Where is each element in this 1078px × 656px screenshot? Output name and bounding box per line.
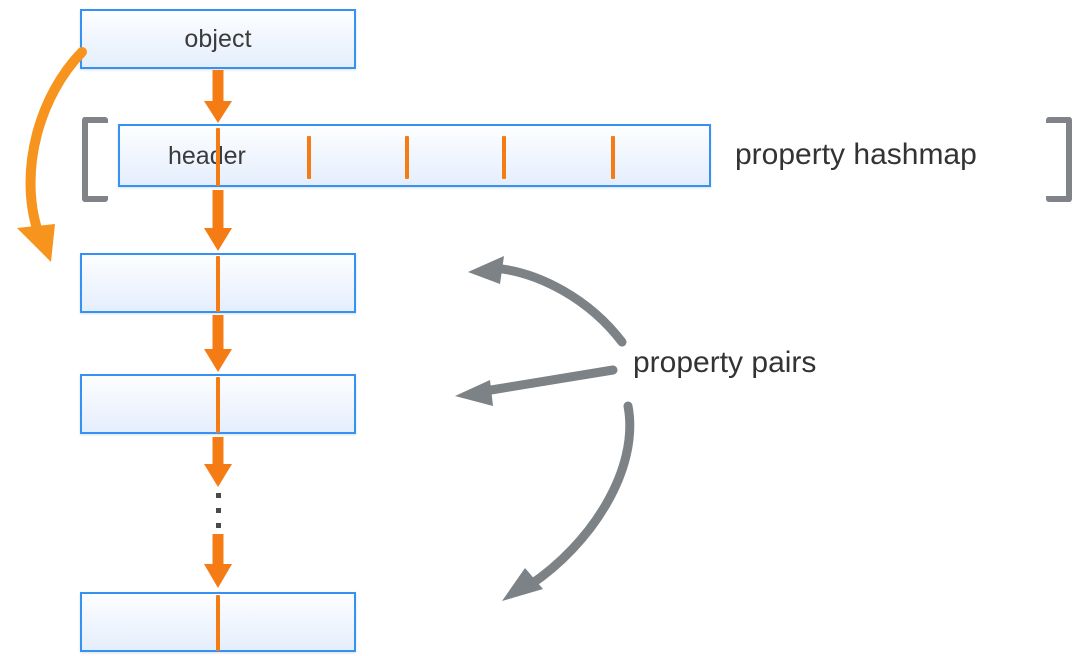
- chain-segment-pair-last: [216, 595, 220, 651]
- gray-pointer-lower: [502, 401, 635, 601]
- hashmap-bracket-left: [82, 117, 108, 202]
- ellipsis-dot-1: [216, 493, 221, 498]
- orange-arrow-header-to-pair1: [204, 190, 232, 251]
- chain-segment-pair-1: [216, 256, 220, 312]
- orange-curved-arrow-object-to-pair: [17, 47, 87, 262]
- hashmap-slot-tick-4: [611, 136, 615, 179]
- hashmap-bracket-right: [1046, 117, 1072, 202]
- hashmap-slot-tick-1: [307, 136, 311, 179]
- orange-arrow-pair2-to-ellipsis: [204, 437, 232, 487]
- hashmap-slot-tick-2: [405, 136, 409, 179]
- chain-segment-pair-2: [216, 377, 220, 433]
- chain-segment-header: [216, 128, 220, 186]
- orange-arrow-pair1-to-pair2: [204, 315, 232, 372]
- gray-pointer-middle: [455, 365, 618, 406]
- gray-pointer-upper: [468, 256, 627, 347]
- object-box[interactable]: object: [80, 9, 356, 69]
- orange-arrow-object-to-header: [204, 70, 232, 123]
- property-pairs-caption: property pairs: [633, 346, 817, 379]
- property-hashmap-bar[interactable]: header: [118, 124, 711, 187]
- hashmap-slot-tick-3: [502, 136, 506, 179]
- ellipsis-dot-3: [216, 523, 221, 528]
- orange-arrow-ellipsis-to-pairlast: [204, 534, 232, 588]
- header-label: header: [168, 142, 246, 170]
- property-hashmap-caption: property hashmap: [735, 138, 977, 171]
- object-box-label: object: [184, 24, 252, 53]
- ellipsis-dot-2: [216, 508, 221, 513]
